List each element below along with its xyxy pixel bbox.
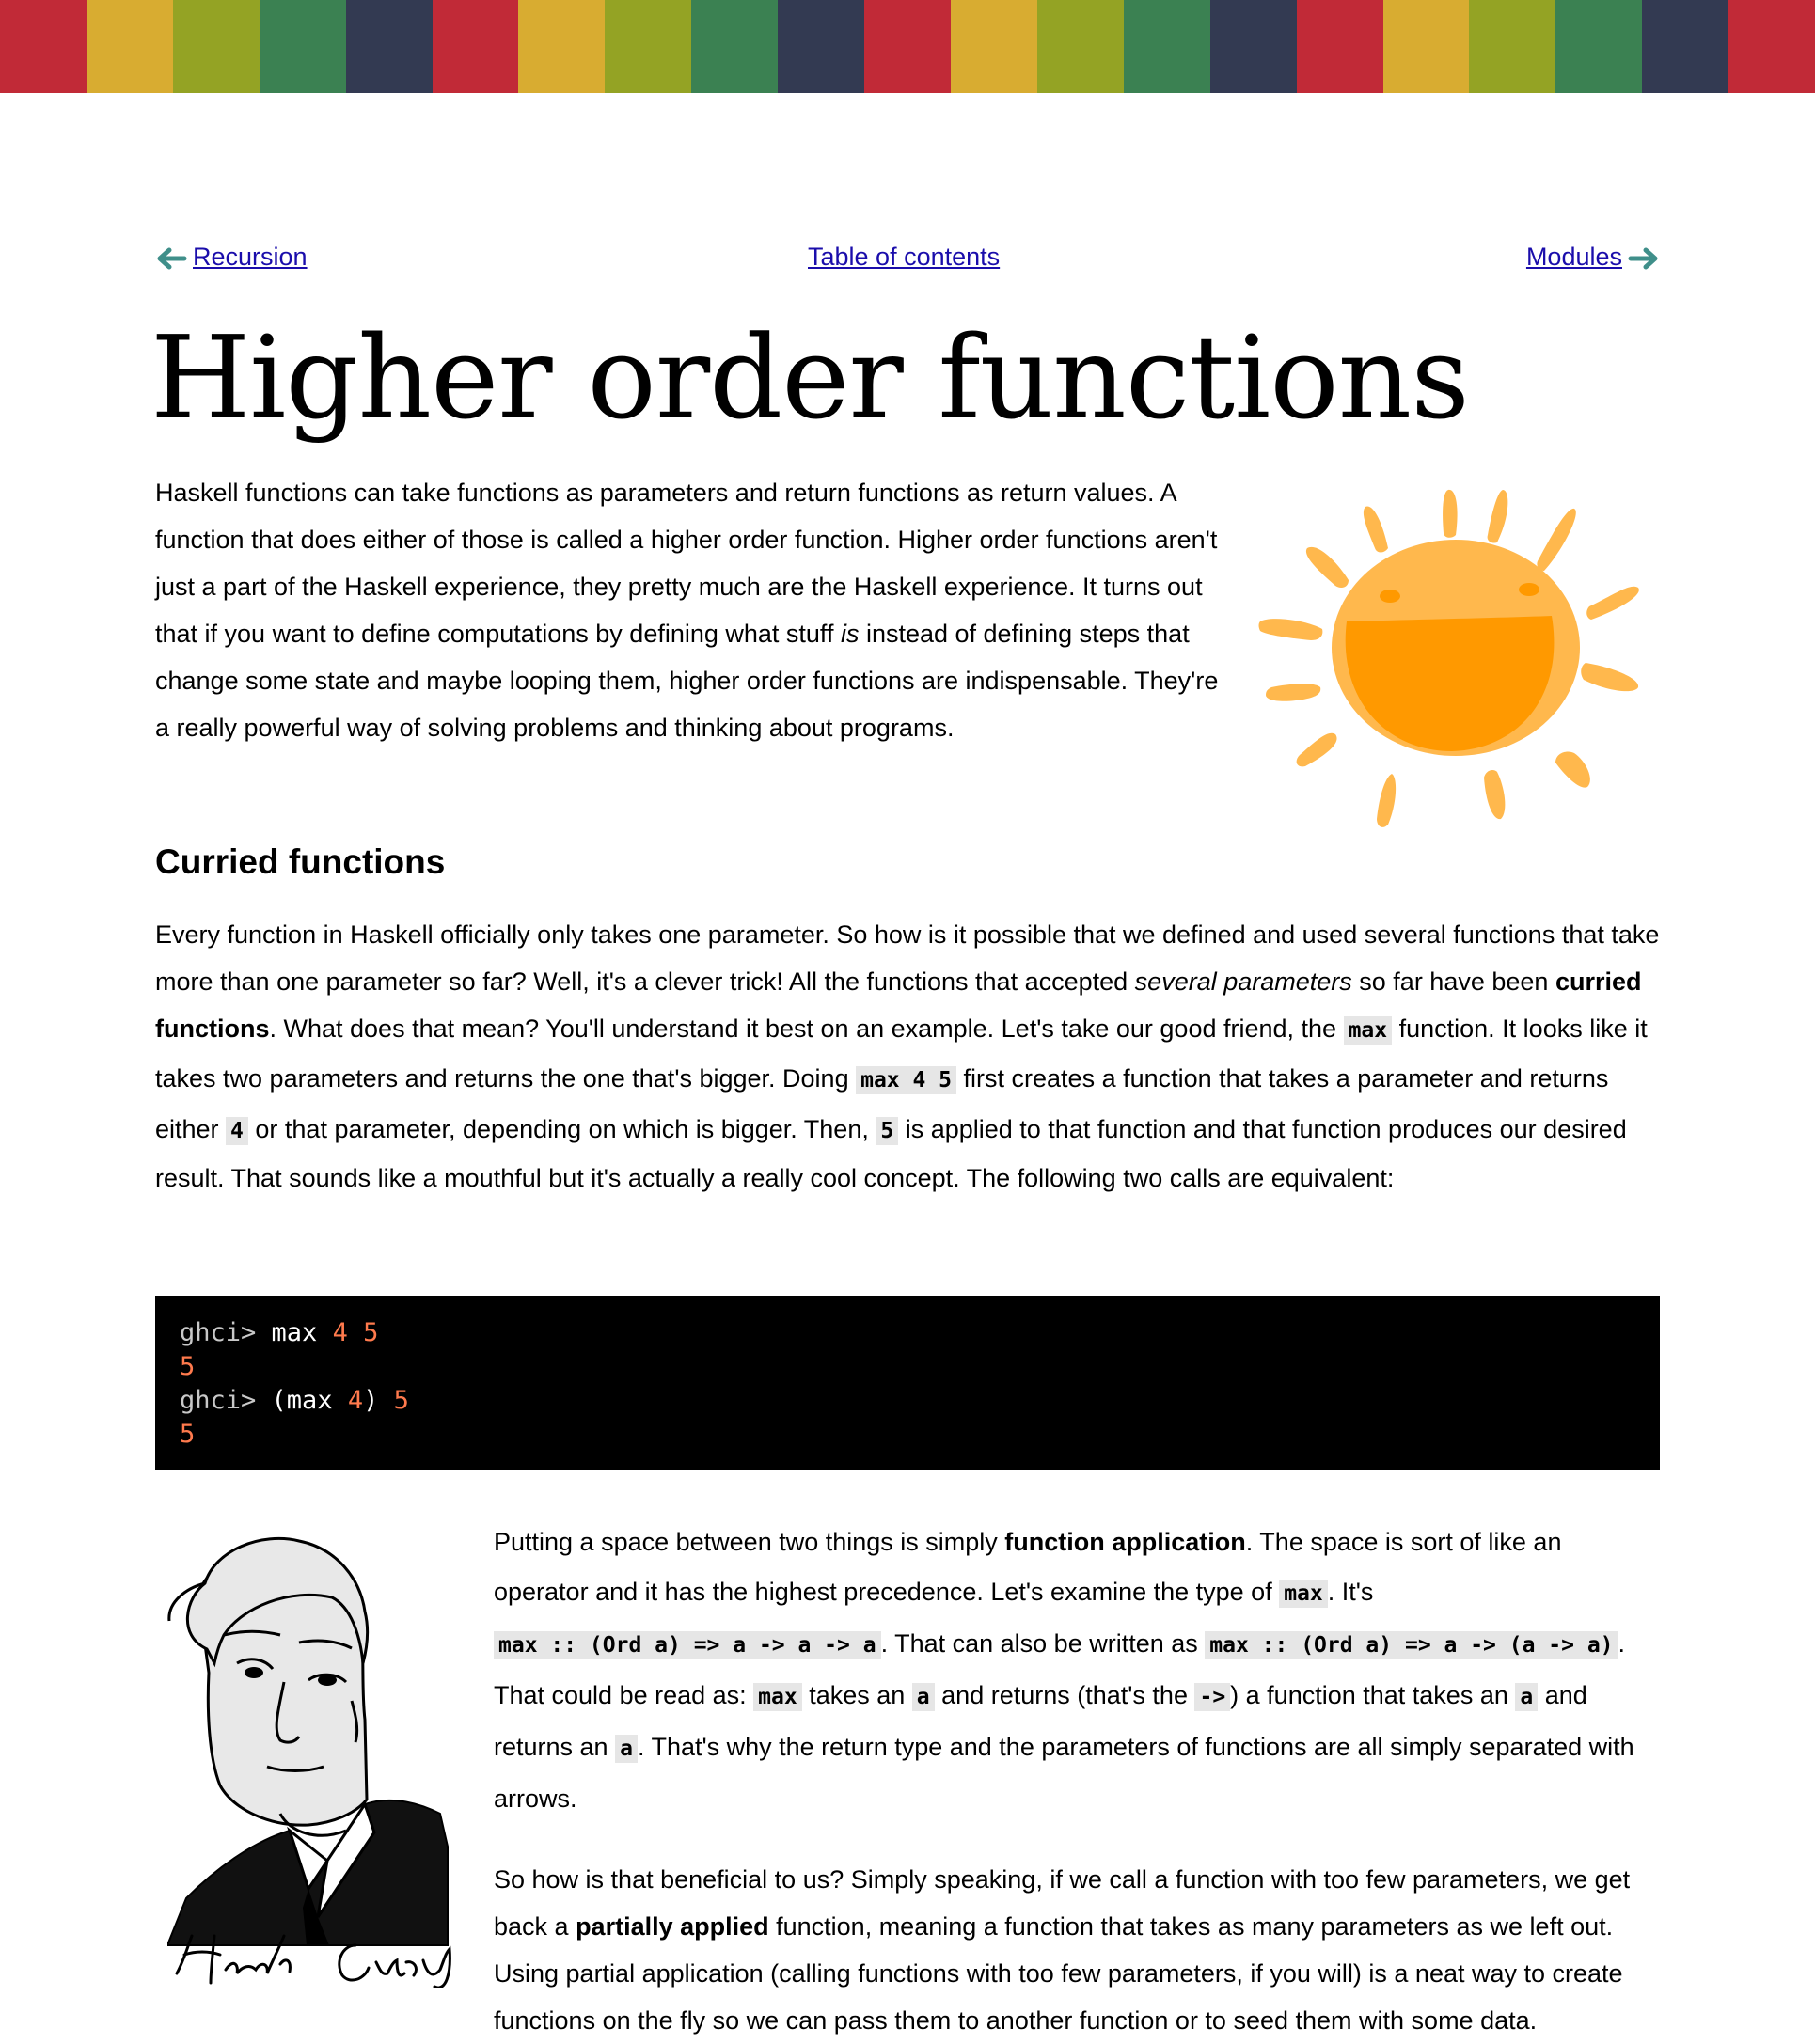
inline-code: 5 [876, 1117, 899, 1145]
stripe-segment [1036, 0, 1124, 93]
stripe-segment [1209, 0, 1297, 93]
next-chapter-label: Modules [1525, 243, 1622, 271]
stripe-segment [864, 0, 951, 93]
haskell-curry-portrait [167, 1536, 451, 1988]
section-heading-curried-functions: Curried functions [155, 842, 446, 881]
arrow-left-icon [157, 247, 187, 270]
inline-code: max :: (Ord a) => a -> a -> a [494, 1631, 881, 1659]
arrow-right-icon [1628, 247, 1658, 270]
stripe-segment [518, 0, 606, 93]
stripe-segment [1555, 0, 1643, 93]
sun-illustration [1258, 489, 1639, 827]
inline-code: max [1343, 1016, 1393, 1045]
inline-code: -> [1194, 1683, 1231, 1711]
stripe-segment [259, 0, 346, 93]
page-title: Higher order functions [150, 311, 1470, 445]
stripe-segment [1469, 0, 1556, 93]
prev-chapter-link[interactable]: Recursion [155, 238, 308, 275]
stripe-segment [0, 0, 87, 93]
inline-code: max :: (Ord a) => a -> (a -> a) [1205, 1631, 1618, 1659]
inline-code: a [615, 1735, 638, 1763]
stripe-segment [1642, 0, 1729, 93]
inline-code: a [1515, 1683, 1539, 1711]
next-chapter-link[interactable]: Modules [1526, 238, 1660, 275]
stripe-segment [605, 0, 692, 93]
inline-code: max [1279, 1580, 1328, 1608]
stripe-segment [345, 0, 433, 93]
stripe-segment [1123, 0, 1210, 93]
intro-paragraph: Haskell functions can take functions as … [155, 479, 1219, 742]
stripe-segment [778, 0, 865, 93]
inline-code: 4 [226, 1117, 248, 1145]
inline-code: max [753, 1683, 802, 1711]
prev-chapter-label: Recursion [193, 243, 308, 271]
ghci-code-block: ghci> max 4 5 5 ghci> (max 4) 5 5 [155, 1296, 1660, 1470]
inline-code: a [911, 1683, 935, 1711]
function-application-paragraph: Putting a space between two things is si… [494, 1528, 1634, 1813]
top-color-stripe [0, 0, 1815, 93]
stripe-segment [1728, 0, 1815, 93]
chapter-nav: Recursion Table of contents Modules [0, 238, 1815, 275]
curried-functions-paragraph: Every function in Haskell officially onl… [155, 920, 1660, 1192]
stripe-segment [86, 0, 173, 93]
stripe-segment [1296, 0, 1383, 93]
stripe-segment [950, 0, 1037, 93]
inline-code: max 4 5 [856, 1066, 957, 1094]
stripe-segment [172, 0, 260, 93]
table-of-contents-link[interactable]: Table of contents [808, 243, 1001, 271]
stripe-segment [1382, 0, 1470, 93]
stripe-segment [432, 0, 519, 93]
partial-application-paragraph: So how is that beneficial to us? Simply … [494, 1865, 1631, 2035]
stripe-segment [691, 0, 779, 93]
